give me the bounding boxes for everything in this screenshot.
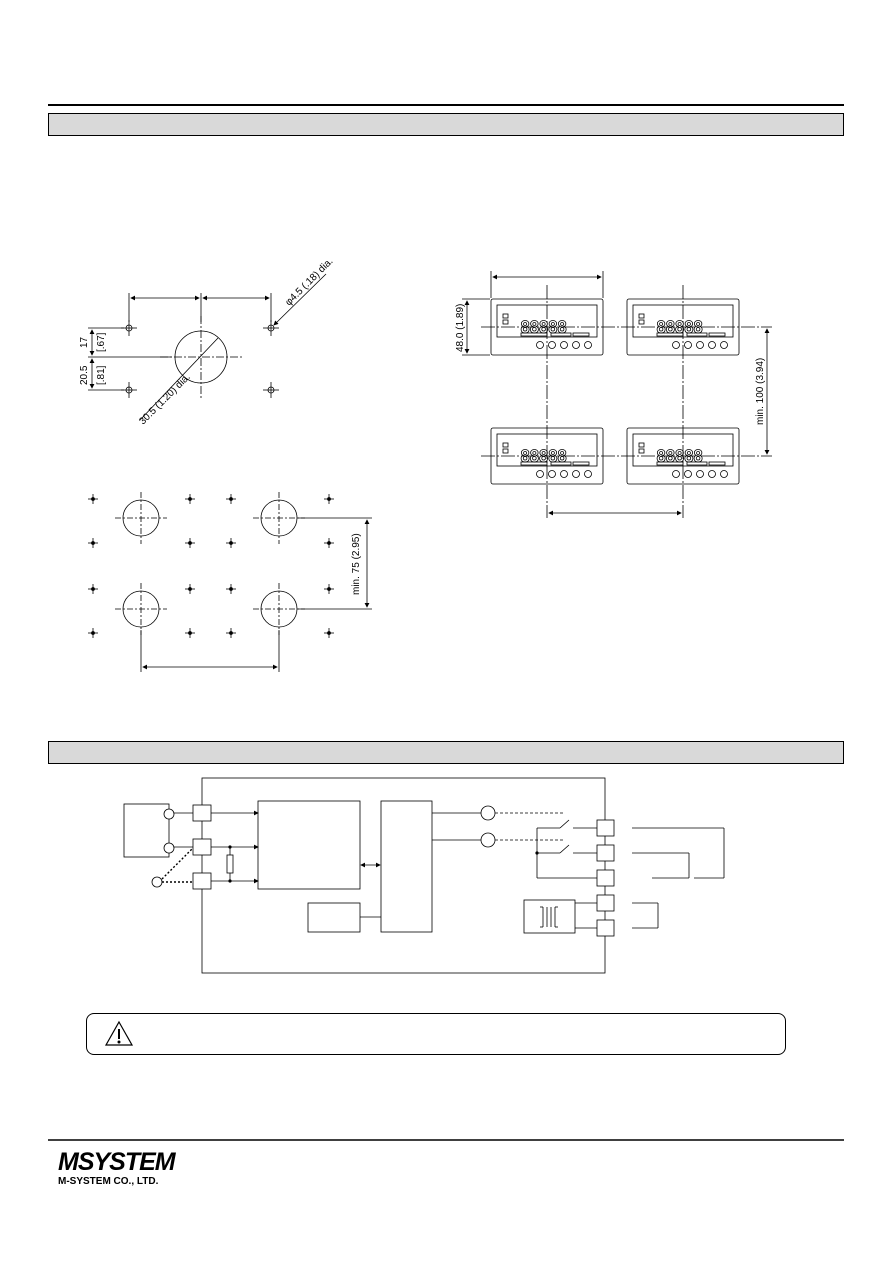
svg-text:88888: 88888 [520,318,567,338]
mount-hole [263,382,279,398]
dim-67: [.67] [96,332,107,352]
single-cutout-drawing [88,273,327,421]
group-cutout-drawing [87,491,372,672]
mount-hole [263,320,279,336]
dim-hole-diameter: φ4.5 (.18) dia. [283,256,335,308]
section-bar-mounting [48,113,844,136]
dim-min100: min. 100 (3.94) [755,358,766,425]
company-logo: MSYSTEM M-SYSTEM CO., LTD. [58,1148,176,1188]
dim-205: 20.5 [79,365,90,385]
company-name: M-SYSTEM CO., LTD. [58,1176,159,1187]
dim-height-48: 48.0 (1.89) [455,304,466,352]
section-bar-schematic [48,741,844,764]
top-rule [48,104,844,106]
warning-box [86,1013,786,1055]
dim-17: 17 [79,336,90,348]
dim-81: [.81] [96,365,107,385]
warning-icon [104,1020,134,1046]
logo-wordmark: MSYSTEM [58,1148,176,1176]
dim-cutout-diameter: 30.5 (1.20) dia. [137,372,192,427]
front-view-drawing: 88888 [462,271,772,518]
dim-min75: min. 75 (2.95) [351,533,362,595]
schematic-drawing [123,777,725,974]
